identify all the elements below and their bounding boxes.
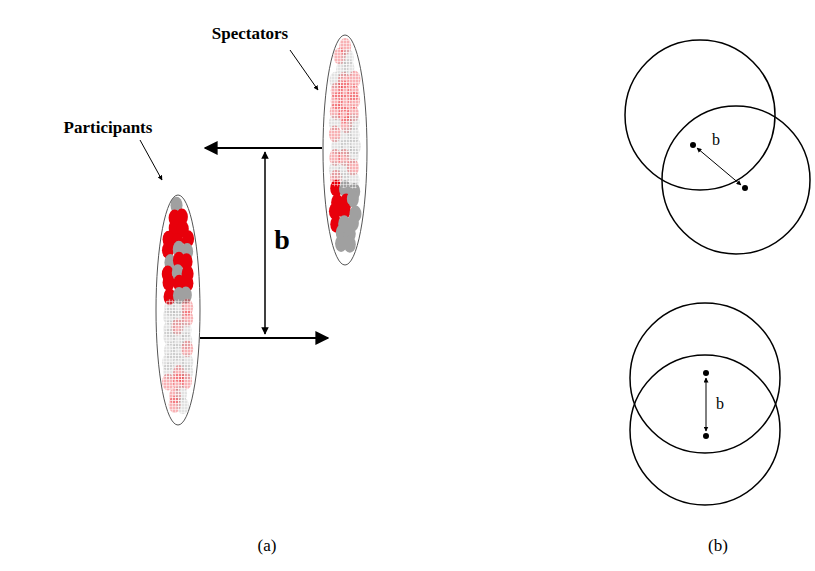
- nucleus-circle: [630, 355, 780, 505]
- nucleus-left: [162, 197, 194, 415]
- motion-arrow: [205, 147, 322, 149]
- nucleus-right: [329, 38, 362, 253]
- participants-label: Participants: [64, 119, 153, 136]
- spectators-label: Spectators: [212, 25, 288, 42]
- nucleon: [347, 172, 359, 189]
- impact-parameter-arrow: [697, 148, 741, 185]
- nucleus-outline: [323, 35, 367, 265]
- nucleus-outline: [156, 195, 200, 425]
- panel-caption: (a): [258, 537, 277, 554]
- center-dot: [690, 142, 696, 148]
- nucleon-hatch: [347, 172, 359, 189]
- nucleon: [177, 397, 189, 414]
- leader-arrow: [290, 50, 318, 90]
- impact-parameter-arrow: [264, 152, 266, 334]
- motion-arrow: [200, 337, 328, 339]
- nucleon-hatch: [177, 397, 189, 414]
- impact-parameter-label: b: [274, 226, 290, 254]
- nucleon: [344, 236, 356, 253]
- nucleus-circle: [662, 106, 810, 254]
- center-dot: [742, 185, 748, 191]
- leader-arrow: [140, 140, 162, 180]
- center-dot: [703, 370, 709, 376]
- center-dot: [703, 433, 709, 439]
- impact-parameter-label: b: [716, 396, 724, 412]
- nucleus-circle: [630, 303, 780, 453]
- impact-parameter-arrow: [706, 378, 707, 431]
- panel-caption: (b): [708, 537, 728, 554]
- impact-parameter-label: b: [712, 132, 720, 148]
